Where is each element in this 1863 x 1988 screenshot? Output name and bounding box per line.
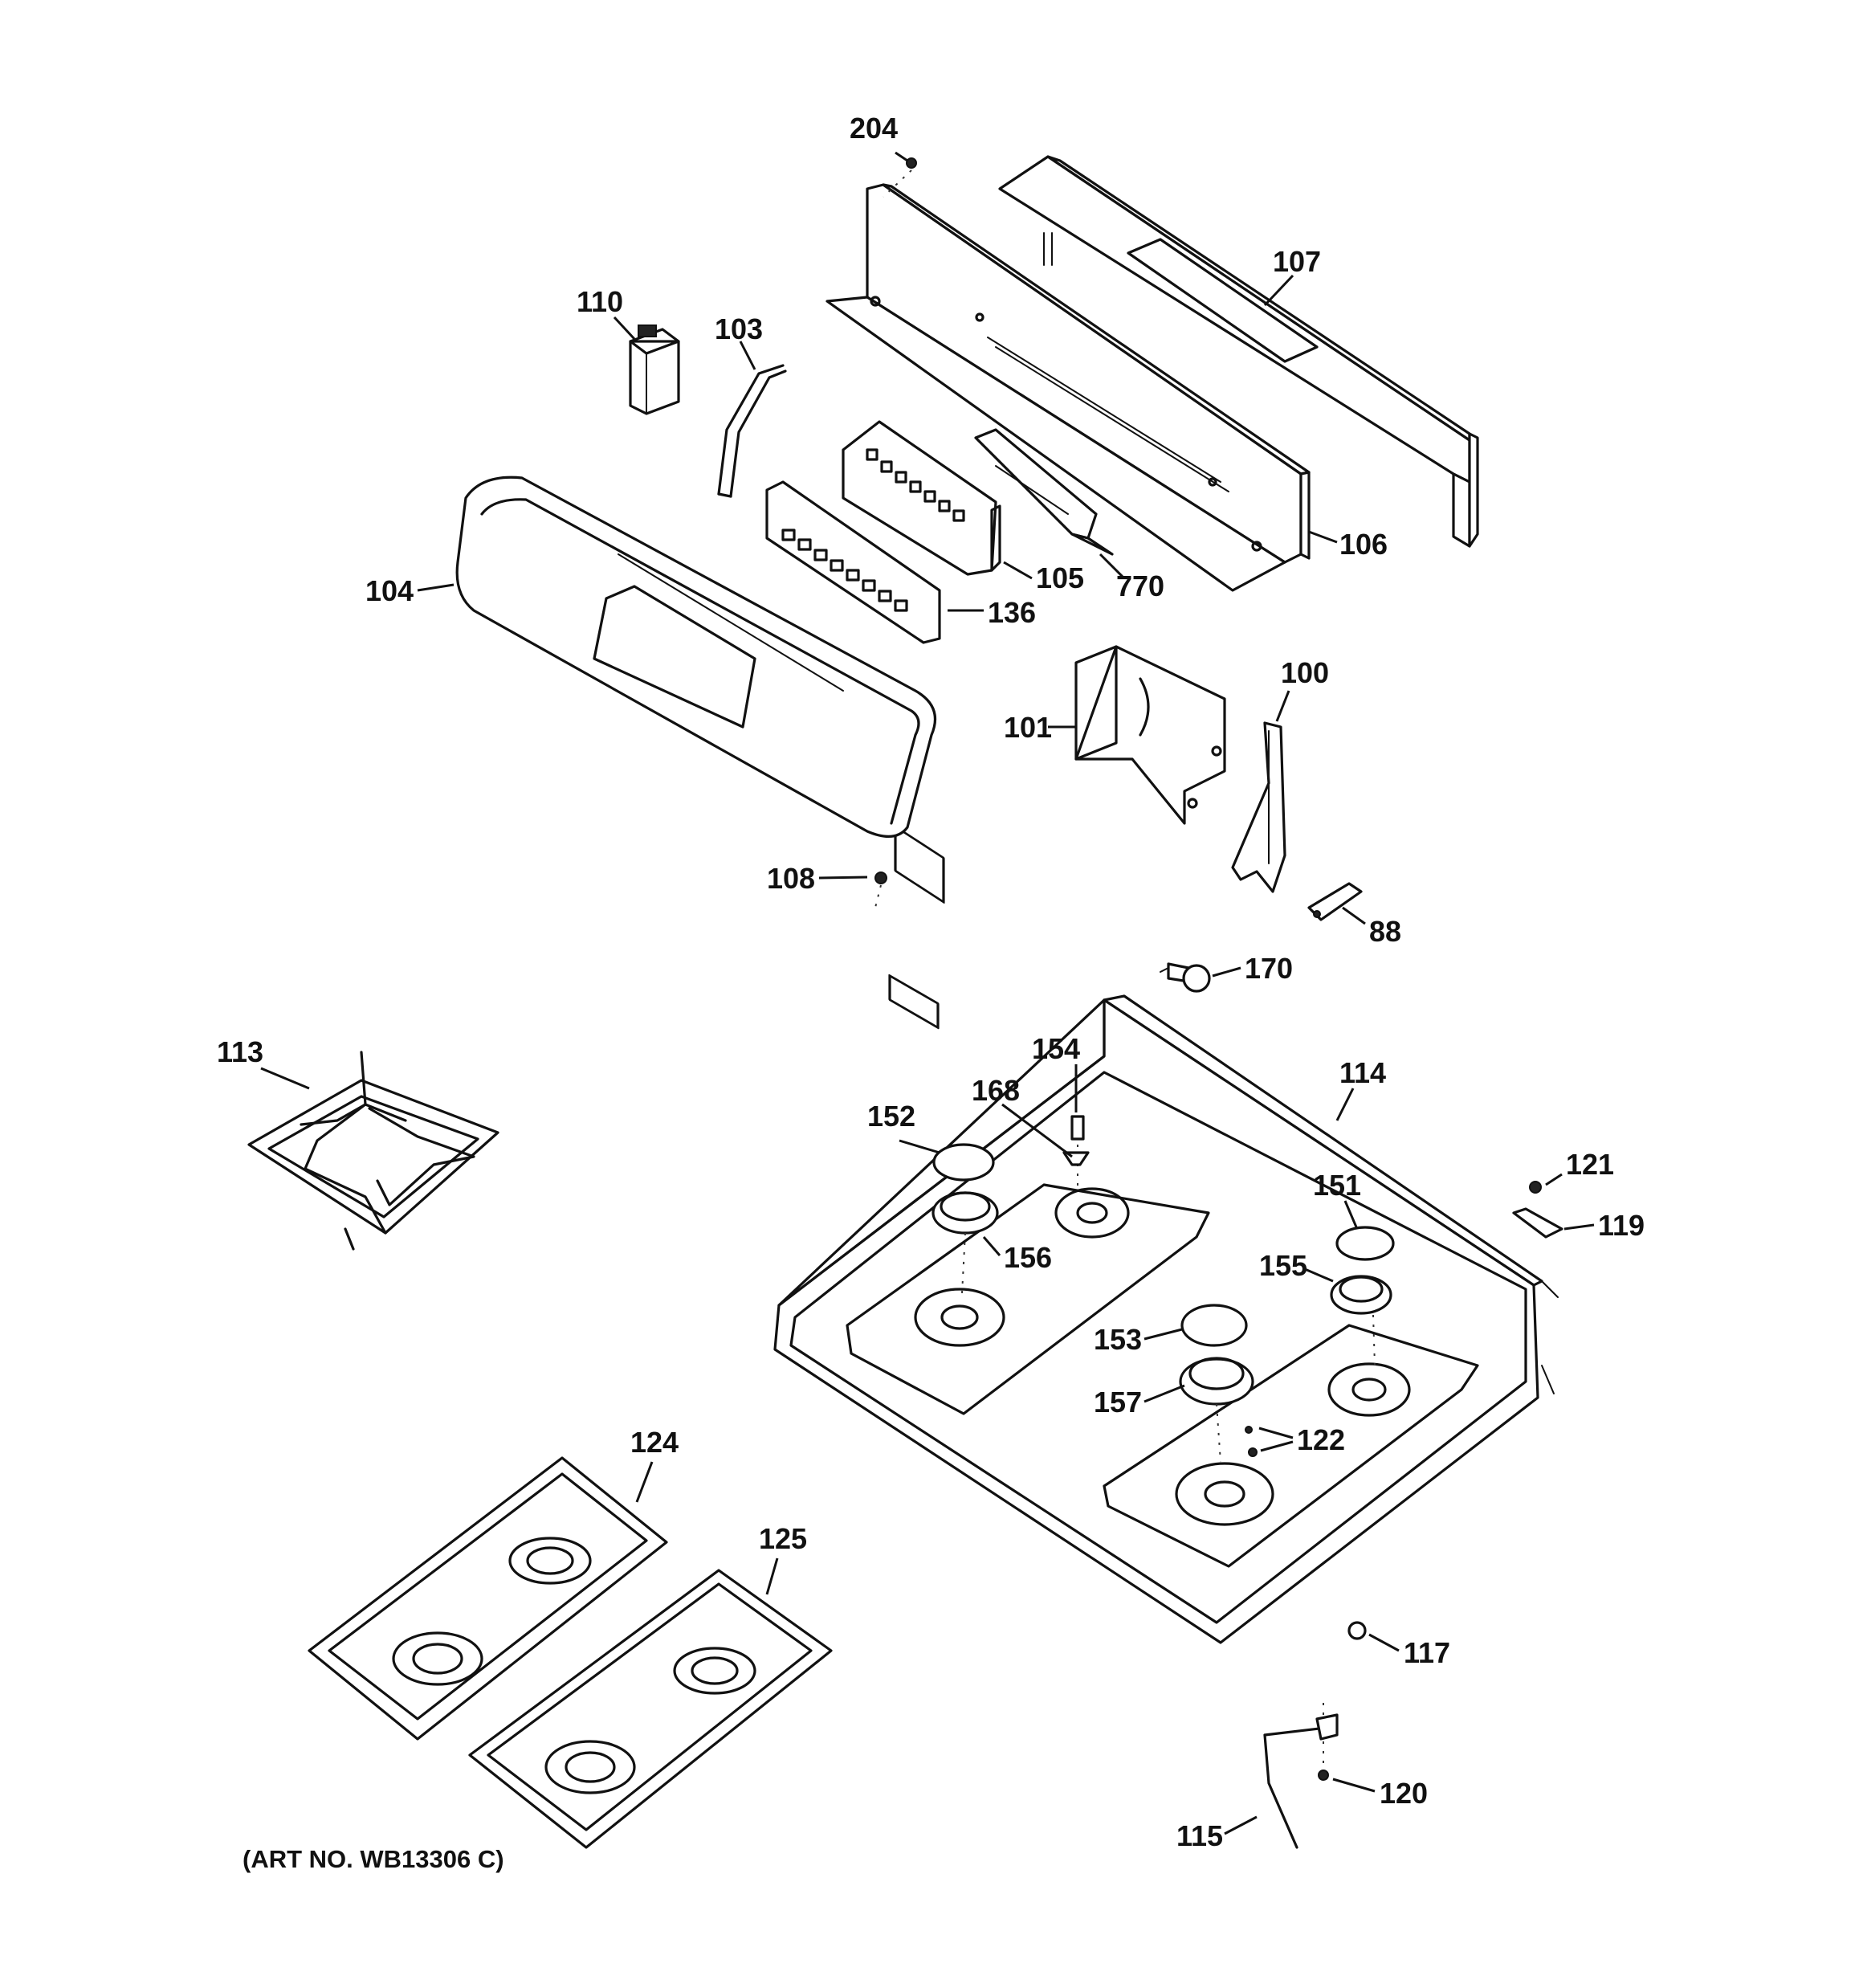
part-103-bracket[interactable] xyxy=(717,364,787,498)
callout-117: 117 xyxy=(1404,1636,1450,1669)
callout-770: 770 xyxy=(1116,569,1164,602)
overlay-keypad xyxy=(781,529,908,612)
callout-168: 168 xyxy=(972,1074,1020,1107)
callout-103: 103 xyxy=(715,312,763,345)
part-107-backsplash-cover[interactable] xyxy=(998,155,1479,548)
part-155-burner-head[interactable] xyxy=(1330,1275,1392,1366)
part-125-drip-pan[interactable] xyxy=(468,1569,833,1849)
callout-120: 120 xyxy=(1380,1777,1428,1810)
part-100-side-trim[interactable] xyxy=(1231,721,1286,893)
callout-110: 110 xyxy=(577,285,623,318)
burner-wells xyxy=(914,1187,1411,1526)
callout-101: 101 xyxy=(1004,711,1052,744)
callout-122: 122 xyxy=(1297,1423,1345,1456)
part-114-cooktop[interactable] xyxy=(773,994,1559,1644)
part-117-nut[interactable] xyxy=(1347,1621,1367,1640)
callout-108: 108 xyxy=(767,862,815,895)
part-122-screws[interactable] xyxy=(1245,1426,1258,1457)
part-119-bracket[interactable] xyxy=(1512,1207,1563,1239)
part-204-screw[interactable] xyxy=(883,157,917,198)
part-124-drip-pan[interactable] xyxy=(308,1456,668,1741)
part-121-screw[interactable] xyxy=(1529,1181,1542,1194)
callout-151: 151 xyxy=(1313,1169,1361,1202)
part-110-switch[interactable] xyxy=(629,325,680,415)
part-170-screw[interactable] xyxy=(1160,962,1211,993)
part-104-control-panel[interactable] xyxy=(455,476,937,838)
part-136-overlay[interactable] xyxy=(765,480,941,644)
callout-100: 100 xyxy=(1281,656,1329,689)
callout-119: 119 xyxy=(1598,1209,1645,1242)
part-157-burner-head[interactable] xyxy=(1179,1357,1254,1463)
callout-155: 155 xyxy=(1259,1249,1307,1282)
callout-107: 107 xyxy=(1273,245,1321,278)
callout-labels: 204 107 110 103 106 105 770 104 136 101 … xyxy=(217,112,1645,1852)
callout-121: 121 xyxy=(1566,1148,1614,1181)
leader-lines xyxy=(260,151,1595,1835)
part-151-burner-cap[interactable] xyxy=(1335,1226,1395,1261)
part-153-burner-cap[interactable] xyxy=(1180,1304,1248,1347)
part-156-burner-head[interactable] xyxy=(932,1191,999,1294)
part-106-control-panel-backing[interactable] xyxy=(826,183,1311,904)
part-105-control-board[interactable] xyxy=(842,420,1001,1030)
part-152-burner-cap[interactable] xyxy=(932,1143,995,1182)
part-108-screw[interactable] xyxy=(874,872,887,908)
callout-204: 204 xyxy=(850,112,898,145)
part-101-bracket[interactable] xyxy=(1074,645,1226,825)
callout-156: 156 xyxy=(1004,1241,1052,1274)
part-120-screw[interactable] xyxy=(1318,1703,1329,1781)
art-number: (ART NO. WB13306 C) xyxy=(243,1845,504,1873)
callout-114: 114 xyxy=(1339,1056,1386,1089)
callout-104: 104 xyxy=(365,574,414,607)
callout-154: 154 xyxy=(1032,1032,1080,1065)
callout-157: 157 xyxy=(1094,1386,1142,1419)
part-770-harness-cover[interactable] xyxy=(974,428,1114,556)
callout-88: 88 xyxy=(1369,915,1401,948)
callout-125: 125 xyxy=(759,1522,807,1555)
callout-136: 136 xyxy=(988,596,1036,629)
part-115-rod[interactable] xyxy=(1263,1713,1339,1849)
callout-153: 153 xyxy=(1094,1323,1142,1356)
callout-105: 105 xyxy=(1036,561,1084,594)
callout-106: 106 xyxy=(1339,528,1388,561)
callout-170: 170 xyxy=(1245,952,1293,985)
callout-152: 152 xyxy=(867,1100,915,1133)
callout-113: 113 xyxy=(217,1035,263,1068)
control-board-buttons xyxy=(866,448,965,522)
callout-124: 124 xyxy=(630,1426,679,1459)
callout-115: 115 xyxy=(1176,1819,1223,1852)
part-88-clip[interactable] xyxy=(1307,882,1363,921)
part-113-burner-grate[interactable] xyxy=(247,1051,499,1251)
part-154-orifice[interactable] xyxy=(1070,1115,1085,1189)
